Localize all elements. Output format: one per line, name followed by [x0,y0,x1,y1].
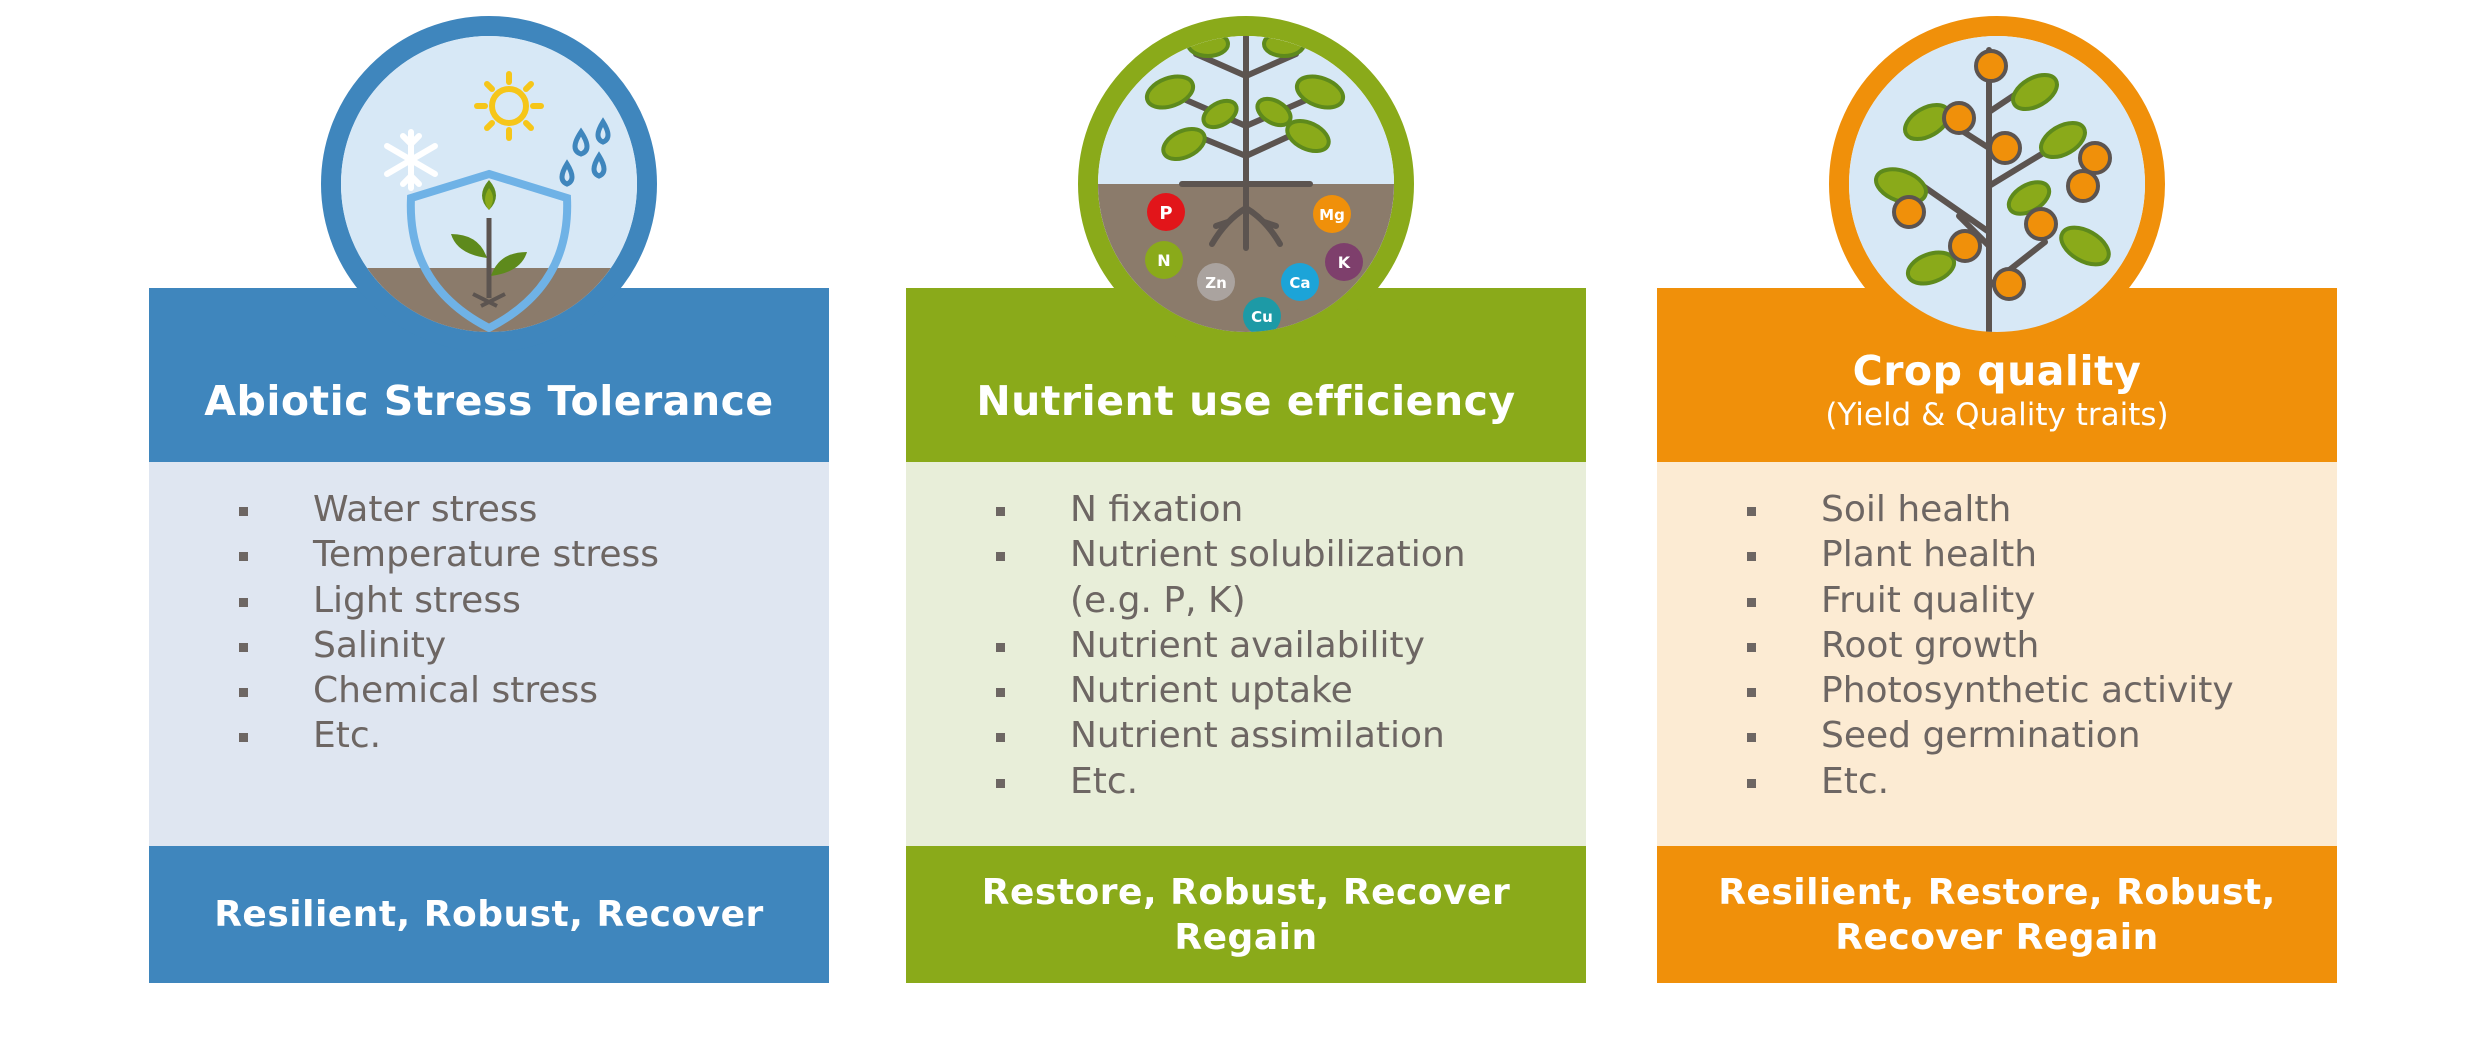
list-item: Nutrient availability [996,623,1466,668]
card-header: Crop quality (Yield & Quality traits) [1657,288,2337,462]
list-item: N fixation [996,487,1466,532]
list-item: Nutrient assimilation [996,713,1466,758]
list-item: Salinity [239,623,659,668]
list-item: Seed germination [1747,713,2234,758]
sun-icon [474,71,544,141]
nutrient-k: K [1325,243,1363,281]
list-item-continuation: (e.g. P, K) [1070,579,1246,621]
card-footer: Restore, Robust, Recover Regain [906,846,1586,983]
card-title: Abiotic Stress Tolerance [204,377,774,425]
footer-line: Resilient, Robust, Recover [214,894,764,935]
svg-text:Cu: Cu [1251,308,1273,326]
shield-icon [406,169,572,332]
bullet-list: Soil health Plant health Fruit quality R… [1747,487,2234,804]
card-footer: Resilient, Restore, Robust, Recover Rega… [1657,846,2337,983]
fruit-tree-icon [1829,16,2165,352]
card-abiotic-stress: Abiotic Stress Tolerance Water stress Te… [149,0,829,1055]
list-item: Etc. [996,759,1466,804]
footer-line: Regain [1174,916,1318,958]
svg-text:Zn: Zn [1205,274,1227,292]
footer-line: Restore, Robust, Recover [981,871,1511,913]
list-item: Water stress [239,487,659,532]
card-body: N fixation Nutrient solubilization (e.g.… [906,462,1586,846]
card-crop-quality: Crop quality (Yield & Quality traits) So… [1657,0,2337,1055]
list-item: Etc. [1747,759,2234,804]
svg-text:N: N [1157,251,1170,270]
card-body: Water stress Temperature stress Light st… [149,462,829,846]
nutrient-mg: Mg [1313,195,1351,233]
list-item: Fruit quality [1747,578,2234,623]
card-subtitle: (Yield & Quality traits) [1825,397,2169,433]
svg-text:P: P [1159,203,1172,224]
snowflake-icon [384,129,438,191]
card-title: Crop quality [1852,347,2142,395]
svg-text:K: K [1338,253,1351,272]
sprout-icon [451,180,527,308]
nutrient-p: P [1147,193,1185,231]
list-item: Root growth [1747,623,2234,668]
list-item: Etc. [239,713,659,758]
card-body: Soil health Plant health Fruit quality R… [1657,462,2337,846]
bullet-list: Water stress Temperature stress Light st… [239,487,659,759]
list-item: Photosynthetic activity [1747,668,2234,713]
list-item: Nutrient solubilization [996,532,1466,577]
nutrient-ca: Ca [1281,263,1319,301]
list-item: Light stress [239,578,659,623]
list-item: Soil health [1747,487,2234,532]
nutrient-n: N [1145,241,1183,279]
card-nutrient-efficiency: P Mg N K Zn Ca [906,0,1586,1055]
card-title: Nutrient use efficiency [976,377,1516,425]
list-item: Temperature stress [239,532,659,577]
nutrient-zn: Zn [1197,263,1235,301]
footer-line: Recover Regain [1835,916,2159,958]
plant-roots-nutrients-icon: P Mg N K Zn Ca [1078,16,1414,352]
list-item: Chemical stress [239,668,659,713]
card-footer: Resilient, Robust, Recover [149,846,829,983]
list-item: Nutrient uptake [996,668,1466,713]
plant-shield-weather-icon [321,16,657,352]
footer-line: Resilient, Restore, Robust, [1718,871,2276,913]
raindrop-icon [559,117,611,187]
svg-text:Ca: Ca [1289,274,1310,292]
nutrient-cu: Cu [1243,297,1281,332]
bullet-list: N fixation Nutrient solubilization (e.g.… [996,487,1466,804]
list-item: Plant health [1747,532,2234,577]
svg-text:Mg: Mg [1319,206,1345,224]
